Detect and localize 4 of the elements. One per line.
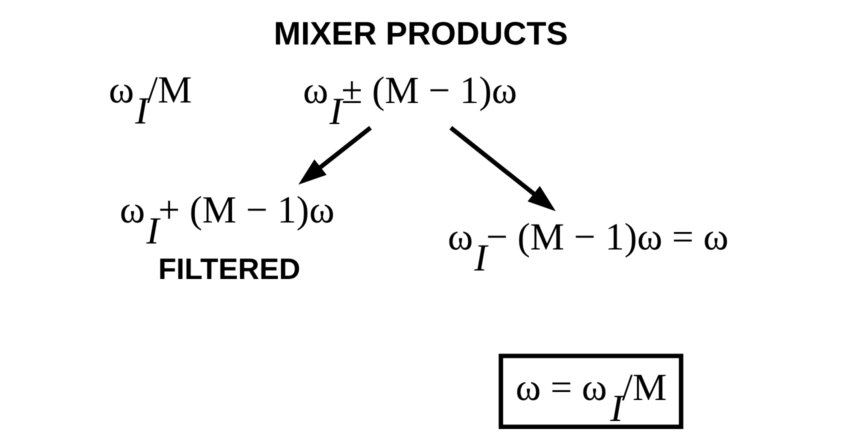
arrow	[448, 126, 556, 212]
node-label: FILTERED	[158, 253, 300, 286]
diagram-title: MIXER PRODUCTS	[273, 15, 568, 52]
arrow	[298, 126, 372, 185]
